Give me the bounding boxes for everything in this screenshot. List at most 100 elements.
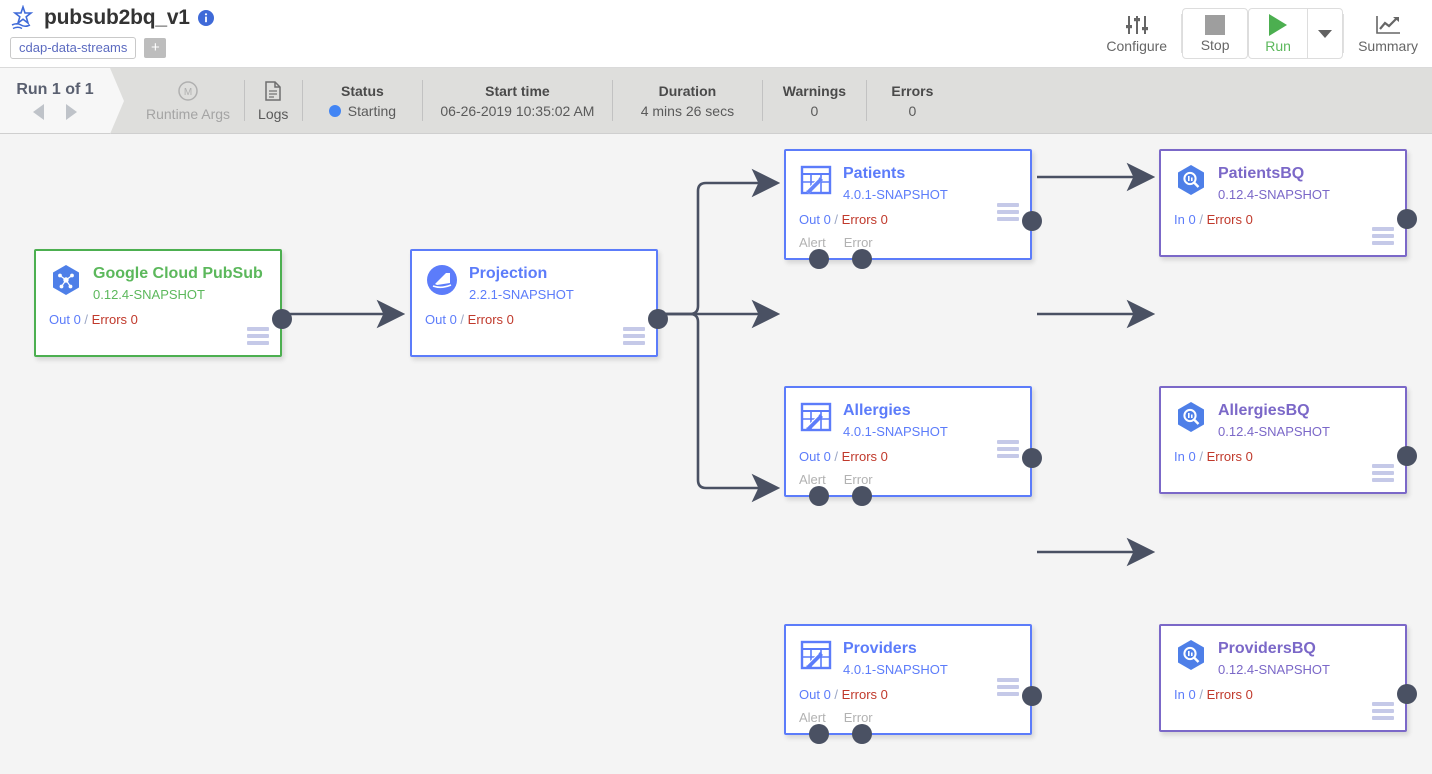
run-button-group: Run (1248, 8, 1344, 59)
run-button[interactable]: Run (1249, 9, 1307, 58)
pipeline-node-allergiesbq[interactable]: AllergiesBQ 0.12.4-SNAPSHOT In 0 / Error… (1159, 386, 1417, 494)
hamburger-menu-icon[interactable] (997, 678, 1019, 699)
pipeline-node-allergies[interactable]: Allergies 4.0.1-SNAPSHOT Out 0 / Errors … (784, 386, 1042, 506)
output-port[interactable] (1022, 448, 1042, 468)
error-port[interactable] (852, 249, 872, 269)
pipeline-node-projection[interactable]: Projection 2.2.1-SNAPSHOT Out 0 / Errors… (410, 249, 668, 357)
node-metric-errors: Errors 0 (841, 687, 888, 702)
output-port[interactable] (1397, 684, 1417, 704)
hamburger-menu-icon[interactable] (1372, 464, 1394, 485)
runtime-args-label: Runtime Args (146, 105, 231, 122)
alert-port[interactable] (809, 724, 829, 744)
node-metrics: Out 0 / Errors 0 (786, 677, 1030, 702)
toolbar-divider-2 (1343, 14, 1345, 53)
pipeline-tag-chip[interactable]: cdap-data-streams (10, 37, 137, 59)
node-title: Google Cloud PubSub (93, 265, 263, 282)
node-version: 0.12.4-SNAPSHOT (1218, 662, 1330, 677)
node-title: AllergiesBQ (1218, 402, 1310, 419)
bigquery-icon (1178, 640, 1204, 670)
logs-button[interactable]: Logs (244, 68, 302, 133)
node-metric-errors: Errors 0 (91, 312, 138, 327)
pipeline-node-providers[interactable]: Providers 4.0.1-SNAPSHOT Out 0 / Errors … (784, 624, 1042, 744)
hamburger-menu-icon[interactable] (997, 203, 1019, 224)
hamburger-menu-icon[interactable] (997, 440, 1019, 461)
pipeline-node-providersbq[interactable]: ProvidersBQ 0.12.4-SNAPSHOT In 0 / Error… (1159, 624, 1417, 732)
alert-port[interactable] (809, 249, 829, 269)
node-version: 2.2.1-SNAPSHOT (469, 287, 574, 302)
node-header: PatientsBQ 0.12.4-SNAPSHOT (1161, 151, 1405, 202)
output-port[interactable] (1397, 446, 1417, 466)
run-selector-tab: Run 1 of 1 (0, 68, 124, 134)
runtime-args-button[interactable]: M Runtime Args (132, 68, 244, 133)
node-metric-errors: Errors 0 (841, 449, 888, 464)
node-metric-sep: / (1199, 212, 1203, 227)
summary-label: Summary (1358, 37, 1418, 54)
output-port[interactable] (1397, 209, 1417, 229)
node-metric-sep: / (1199, 687, 1203, 702)
node-metrics: In 0 / Errors 0 (1161, 202, 1405, 227)
node-version: 4.0.1-SNAPSHOT (843, 662, 948, 677)
node-metric-in: In 0 (1174, 449, 1196, 464)
node-metric-out: Out 0 (49, 312, 81, 327)
configure-button[interactable]: Configure (1092, 0, 1181, 67)
error-port[interactable] (852, 724, 872, 744)
hamburger-menu-icon[interactable] (623, 327, 645, 348)
hamburger-menu-icon[interactable] (247, 327, 269, 348)
pipeline-node-patientsbq[interactable]: PatientsBQ 0.12.4-SNAPSHOT In 0 / Errors… (1159, 149, 1417, 257)
google-cloud-pubsub-icon (53, 265, 79, 295)
node-header: ProvidersBQ 0.12.4-SNAPSHOT (1161, 626, 1405, 677)
connection-wires (285, 162, 1156, 567)
add-tag-button[interactable]: + (144, 38, 167, 58)
node-title: Projection (469, 265, 548, 282)
node-texts: Google Cloud PubSub 0.12.4-SNAPSHOT (93, 263, 263, 302)
wire-projection-providers (662, 312, 781, 503)
wrangler-icon (800, 165, 832, 195)
arrow-right-icon[interactable] (66, 104, 77, 120)
node-version: 4.0.1-SNAPSHOT (843, 424, 948, 439)
node-title: Allergies (843, 402, 911, 419)
node-texts: AllergiesBQ 0.12.4-SNAPSHOT (1218, 400, 1330, 439)
pipeline-node-patients[interactable]: Patients 4.0.1-SNAPSHOT Out 0 / Errors 0… (784, 149, 1042, 269)
arrow-left-icon[interactable] (33, 104, 44, 120)
status-value: Starting (347, 102, 397, 119)
stop-button-inner[interactable]: Stop (1186, 14, 1244, 53)
output-port[interactable] (1022, 211, 1042, 231)
node-texts: Allergies 4.0.1-SNAPSHOT (843, 400, 948, 439)
cdap-logo-icon (11, 5, 34, 30)
node-version: 0.12.4-SNAPSHOT (1218, 424, 1330, 439)
node-footer (36, 327, 280, 355)
stop-button[interactable]: Stop (1182, 8, 1249, 59)
node-metric-sep: / (834, 212, 839, 227)
page-title: pubsub2bq_v1 (44, 6, 190, 29)
node-metric-errors: Errors 0 (841, 212, 888, 227)
node-port-labels: Alert Error (786, 464, 1030, 487)
node-metrics: Out 0 / Errors 0 (36, 302, 280, 327)
hamburger-menu-icon[interactable] (1372, 702, 1394, 723)
pipeline-canvas[interactable]: Google Cloud PubSub 0.12.4-SNAPSHOT Out … (0, 135, 1432, 774)
wire-projection-patients (662, 168, 781, 316)
warnings-title: Warnings (782, 82, 847, 99)
hamburger-menu-icon[interactable] (1372, 227, 1394, 248)
output-port[interactable] (1022, 686, 1042, 706)
status-badge: Starting (328, 102, 397, 119)
error-port[interactable] (852, 486, 872, 506)
node-metric-in: In 0 (1174, 687, 1196, 702)
errors-title: Errors (891, 82, 934, 99)
run-label: Run (1265, 37, 1291, 54)
output-port[interactable] (648, 309, 668, 329)
pipeline-node-pubsub[interactable]: Google Cloud PubSub 0.12.4-SNAPSHOT Out … (34, 249, 292, 357)
summary-button[interactable]: Summary (1344, 0, 1432, 67)
info-icon[interactable] (197, 10, 214, 26)
node-metric-out: Out 0 (425, 312, 457, 327)
status-title: Status (341, 82, 384, 99)
run-dropdown-button[interactable] (1308, 9, 1342, 58)
alert-port[interactable] (809, 486, 829, 506)
start-time-value: 06-26-2019 10:35:02 AM (440, 102, 595, 119)
output-port[interactable] (272, 309, 292, 329)
top-header-bar: pubsub2bq_v1 cdap-data-streams + Configu… (0, 0, 1432, 68)
warnings-value: 0 (810, 102, 819, 119)
projection-icon (427, 265, 457, 295)
node-port-labels: Alert Error (786, 227, 1030, 250)
node-header: AllergiesBQ 0.12.4-SNAPSHOT (1161, 388, 1405, 439)
duration-value: 4 mins 26 secs (640, 102, 735, 119)
